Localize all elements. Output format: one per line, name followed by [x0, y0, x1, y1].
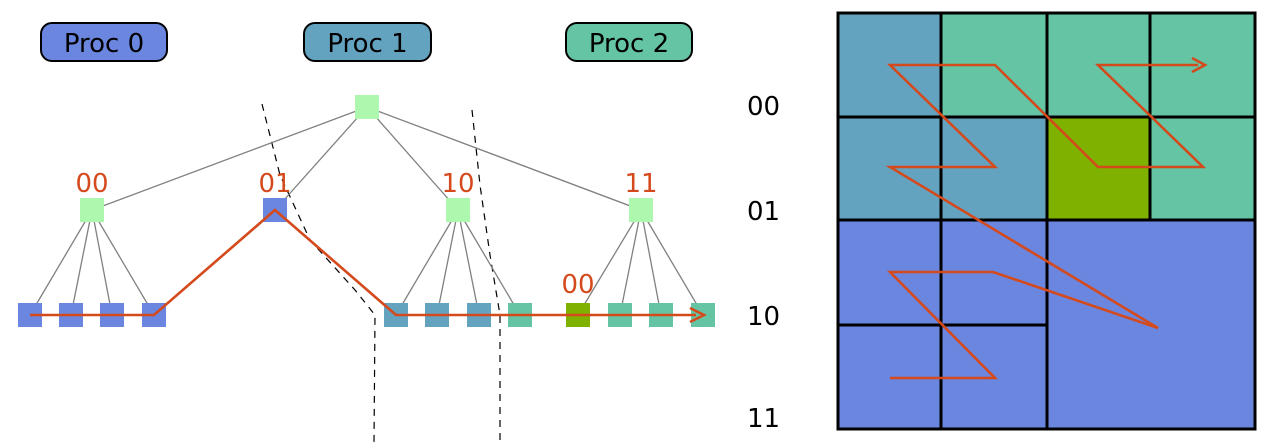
- grid-cell: [941, 117, 1047, 220]
- morton-path: [30, 208, 696, 317]
- proc-2-label: Proc 2: [565, 22, 693, 62]
- z-order-curve-arrowhead: [1191, 56, 1208, 74]
- row-label-00: 00: [747, 92, 781, 122]
- quadtree-grid: [836, 11, 1257, 431]
- grid-cell: [838, 117, 941, 220]
- row-label-10: 10: [747, 302, 781, 332]
- tree-node-00: [80, 198, 104, 222]
- node-label-00: 00: [75, 169, 108, 199]
- morton-path-arrowhead: [689, 306, 707, 324]
- tree-node-10: [446, 198, 470, 222]
- row-label-01: 01: [747, 197, 781, 227]
- proc-1-label: Proc 1: [303, 22, 432, 62]
- leaf-highlight-label: 00: [561, 270, 594, 300]
- tree-edges: [29, 106, 704, 316]
- node-label-10: 10: [441, 169, 474, 199]
- z-order-curve: [885, 63, 1207, 380]
- proc-0-label: Proc 0: [40, 22, 168, 62]
- tree-node-11: [629, 198, 653, 222]
- partition-line-right: [471, 109, 501, 443]
- node-label-11: 11: [624, 169, 657, 199]
- tree-root-node: [355, 95, 379, 119]
- partition-line-left: [261, 103, 376, 443]
- node-label-01: 01: [258, 169, 291, 199]
- row-label-11: 11: [747, 404, 781, 434]
- partition-dashed-lines: [261, 103, 501, 443]
